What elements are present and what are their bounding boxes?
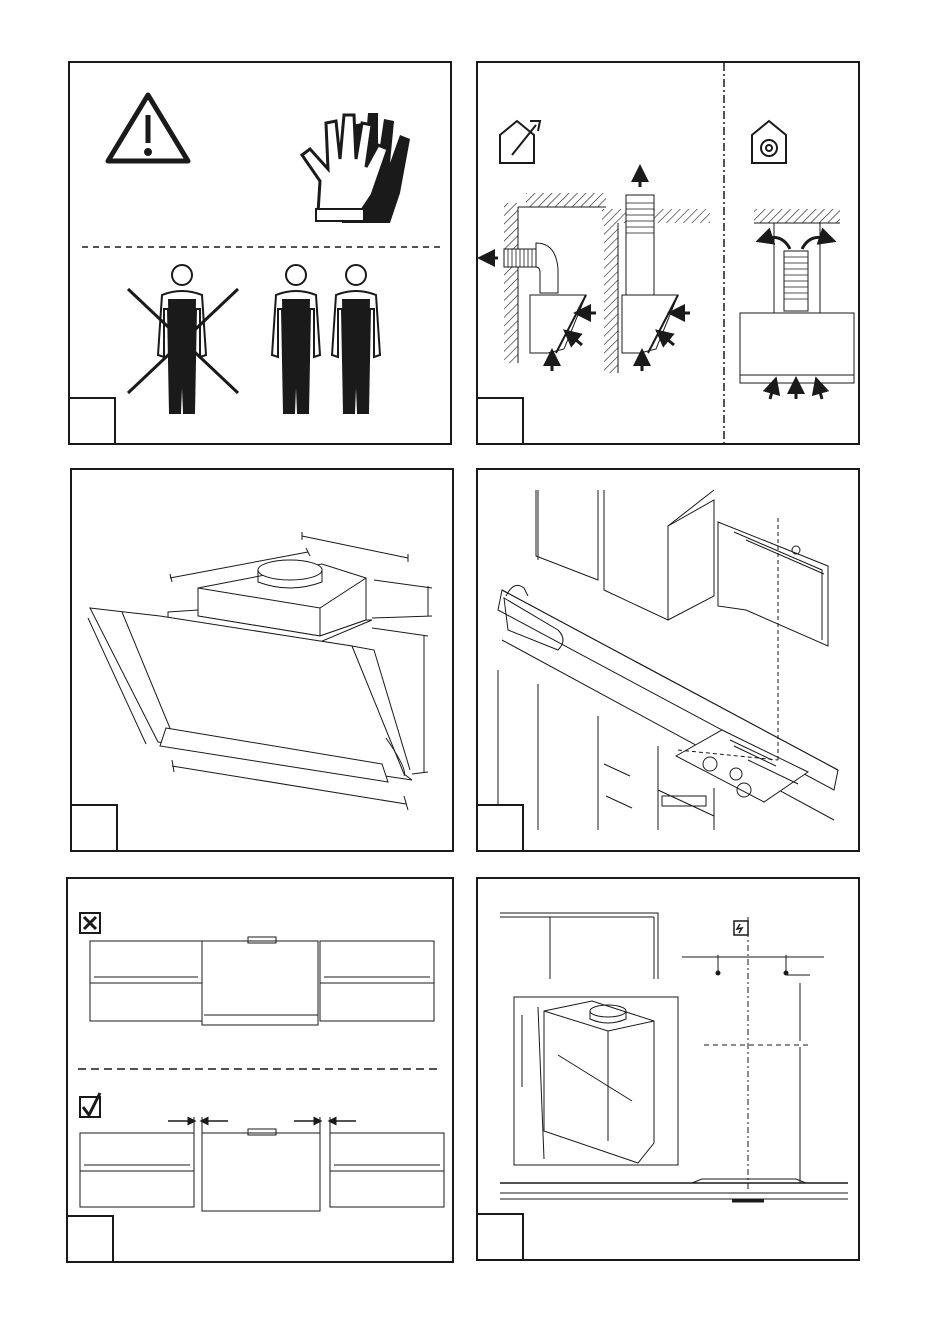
- panel-number-box: [66, 1215, 114, 1263]
- panel-number-box: [68, 397, 116, 445]
- kitchen-placement-diagram: [478, 470, 858, 850]
- protective-gloves-icon: [302, 113, 410, 223]
- electric-connection-icon: [734, 921, 748, 935]
- hood-dimensions-diagram: [72, 470, 452, 850]
- single-person-crossed-icon: [128, 265, 238, 413]
- panel-venting-modes: [476, 61, 860, 445]
- panel-mounting-height: [476, 877, 860, 1261]
- panel-cabinet-clearance: [66, 877, 454, 1263]
- venting-diagram: [478, 63, 858, 443]
- correct-check-icon: [80, 1093, 100, 1117]
- two-persons-icon: [272, 265, 380, 413]
- panel-kitchen-placement: [476, 468, 860, 852]
- house-exhaust-icon: [500, 121, 540, 163]
- incorrect-check-icon: [80, 913, 100, 933]
- panel-number-box: [476, 1213, 524, 1261]
- panel-number-box: [476, 804, 524, 852]
- panel-number-box: [70, 804, 118, 852]
- warning-triangle-icon: [108, 95, 188, 161]
- cabinet-clearance-diagram: [68, 879, 452, 1261]
- panel-safety: [68, 61, 452, 445]
- mounting-height-diagram: [478, 879, 858, 1259]
- panel-hood-dimensions: [70, 468, 454, 852]
- safety-diagram: [70, 63, 450, 443]
- panel-number-box: [476, 397, 524, 445]
- house-recirculation-icon: [752, 121, 786, 163]
